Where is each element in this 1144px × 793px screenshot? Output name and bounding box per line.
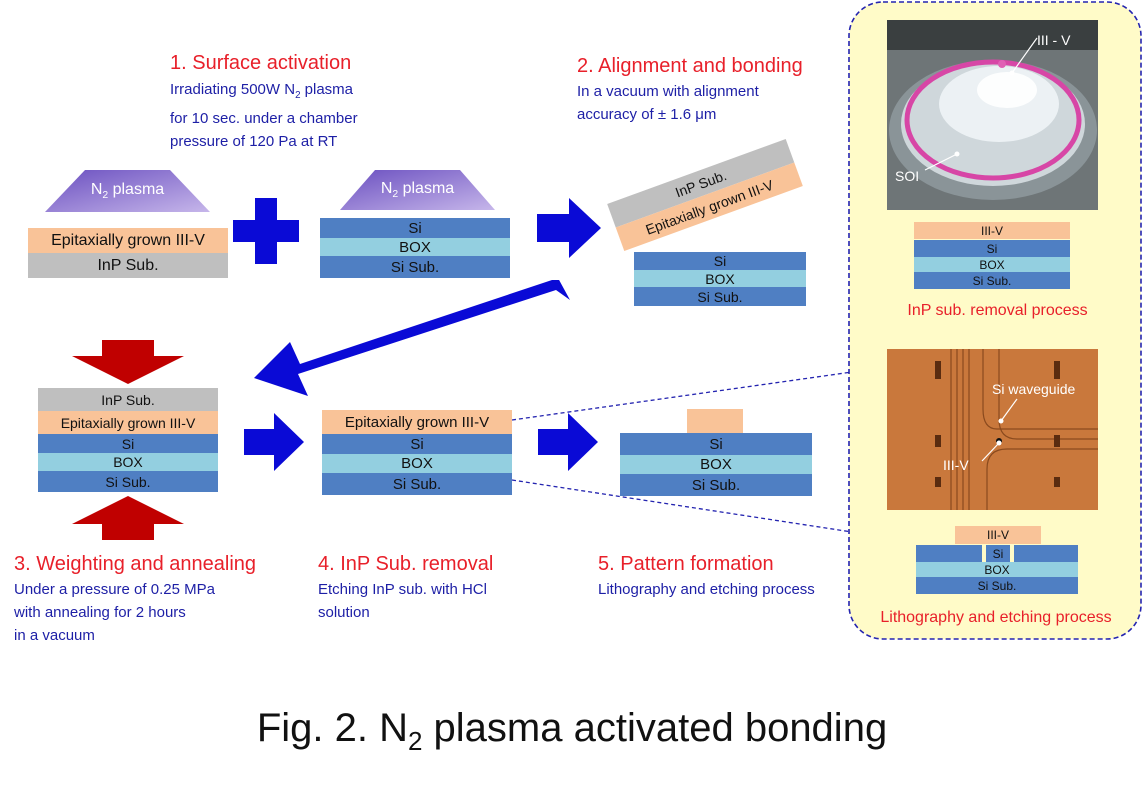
arrow-right-3: [538, 413, 598, 471]
plasma1-suffix: plasma: [108, 180, 165, 198]
plus-icon: [233, 198, 299, 264]
plasma-cloud-2: N2 plasma: [340, 170, 495, 210]
step5-sisub-layer: Si Sub.: [620, 474, 812, 496]
step5-si-layer: Si: [620, 433, 812, 455]
step1-inp-layer: InP Sub.: [28, 253, 228, 278]
panel2-box-layer: BOX: [916, 562, 1078, 577]
panel2-sisub-layer: Si Sub.: [916, 577, 1078, 594]
photo2-waveguide-label: Si waveguide: [992, 381, 1076, 397]
step3-desc-line3: in a vacuum: [14, 627, 95, 644]
step2-desc-line1: In a vacuum with alignment: [577, 83, 759, 100]
step2-desc: In a vacuum with alignment accuracy of ±…: [577, 80, 759, 126]
step2-title: 2. Alignment and bonding: [577, 55, 803, 77]
step1-desc-line3: pressure of 120 Pa at RT: [170, 133, 338, 150]
panel1-sisub-layer: Si Sub.: [914, 272, 1070, 289]
step1-title: 1. Surface activation: [170, 52, 352, 74]
photo2-iiiv-label: III-V: [943, 457, 969, 473]
waveguide-photo: Si waveguide III-V: [887, 349, 1098, 510]
arrow-right-2: [244, 413, 304, 471]
plasma2-label: N2 plasma: [381, 180, 454, 200]
step5-desc-line1: Lithography and etching process: [598, 581, 815, 598]
step1-box-layer: BOX: [320, 238, 510, 256]
step5-box-layer: BOX: [620, 455, 812, 474]
step4-si-layer: Si: [322, 434, 512, 454]
step1-si-layer: Si: [320, 218, 510, 238]
step5-title: 5. Pattern formation: [598, 553, 774, 575]
connector-line-bottom: [511, 479, 853, 533]
photo1-soi-label: SOI: [895, 168, 920, 184]
panel1-iiiv-layer: III-V: [914, 222, 1070, 239]
panel1-caption: InP sub. removal process: [907, 302, 1088, 319]
step2-desc-line2: accuracy of ± 1.6 μm: [577, 106, 717, 123]
step3-inp-layer: InP Sub.: [38, 388, 218, 411]
step4-desc-line2: solution: [318, 604, 370, 621]
step4-desc: Etching InP sub. with HCl solution: [318, 578, 487, 624]
pressure-arrow-top: [72, 340, 184, 384]
step4-epi-layer: Epitaxially grown III-V: [322, 410, 512, 434]
caption-suffix: plasma activated bonding: [422, 706, 888, 750]
wafer-photo: III - V SOI: [887, 20, 1098, 210]
panel2-si-right: [1014, 545, 1078, 562]
plasma2-prefix: N: [380, 179, 393, 197]
plasma1-sub: 2: [102, 190, 109, 202]
photo1-iiiv-label: III - V: [1037, 32, 1071, 48]
plasma-cloud-1: N2 plasma: [45, 170, 210, 212]
step3-sisub-layer: Si Sub.: [38, 471, 218, 492]
panel1-si-layer: Si: [914, 240, 1070, 257]
step1-desc-line2: for 10 sec. under a chamber: [170, 110, 358, 127]
step3-epi-layer: Epitaxially grown III-V: [38, 411, 218, 434]
panel2-si-layer: Si: [986, 545, 1010, 562]
caption-prefix: Fig. 2. N: [256, 706, 408, 750]
step2-si-layer: Si: [634, 252, 806, 270]
step3-title: 3. Weighting and annealing: [14, 553, 257, 575]
arrow-right-1: [537, 198, 601, 258]
arrow-diagonal: [254, 280, 570, 396]
plasma1-prefix: N: [90, 180, 103, 198]
panel2-si-left: [916, 545, 982, 562]
step3-si-layer: Si: [38, 434, 218, 453]
step2-box-layer: BOX: [634, 270, 806, 287]
panel2-caption: Lithography and etching process: [880, 609, 1112, 626]
panel2-iiiv-layer: III-V: [955, 526, 1041, 544]
step4-title: 4. InP Sub. removal: [318, 553, 494, 575]
step2-sisub-layer: Si Sub.: [634, 287, 806, 306]
step1-sisub-layer: Si Sub.: [320, 256, 510, 278]
step4-desc-line1: Etching InP sub. with HCl: [318, 581, 487, 598]
step1-desc-line1: Irradiating 500W N: [170, 81, 296, 98]
step1-epi-layer: Epitaxially grown III-V: [28, 228, 228, 253]
connector-line-top: [511, 371, 853, 421]
panel1-box-layer: BOX: [914, 257, 1070, 272]
plasma1-label: N2 plasma: [91, 181, 164, 201]
step3-box-layer: BOX: [38, 453, 218, 471]
step4-box-layer: BOX: [322, 454, 512, 473]
plasma2-sub: 2: [392, 189, 399, 201]
step3-desc: Under a pressure of 0.25 MPa with anneal…: [14, 578, 215, 647]
figure-caption: Fig. 2. N2 plasma activated bonding: [0, 706, 1144, 757]
pressure-arrow-bottom: [72, 496, 184, 540]
step1-desc: Irradiating 500W N2 plasma for 10 sec. u…: [170, 78, 358, 153]
caption-sub: 2: [407, 726, 423, 756]
plasma2-suffix: plasma: [398, 179, 455, 197]
step4-sisub-layer: Si Sub.: [322, 473, 512, 495]
step1-desc-sub: 2: [295, 90, 301, 101]
step3-desc-line2: with annealing for 2 hours: [14, 604, 186, 621]
step5-desc: Lithography and etching process: [598, 578, 815, 601]
step3-desc-line1: Under a pressure of 0.25 MPa: [14, 581, 215, 598]
step5-iiiv-block: [687, 409, 743, 433]
step1-desc-line1-tail: plasma: [300, 81, 354, 98]
